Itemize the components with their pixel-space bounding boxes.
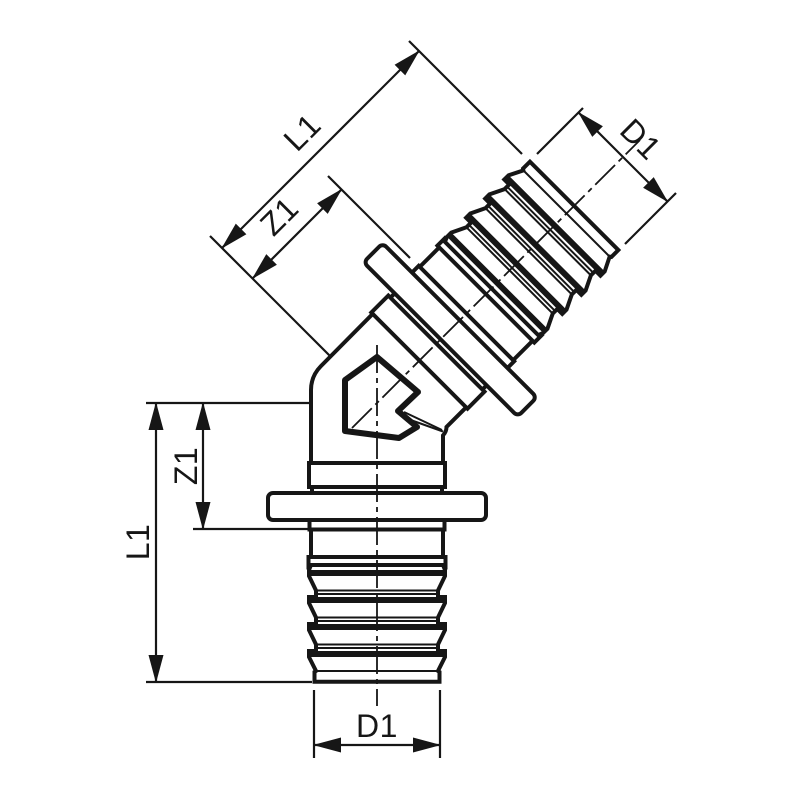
- diagonal-centerline: [351, 139, 641, 429]
- dimension-l1-diagonal: [221, 50, 420, 249]
- dimension-d1-diagonal: [577, 111, 669, 203]
- inner-chamfer-line: [403, 411, 443, 431]
- centerlines: [351, 139, 641, 706]
- label-l1-vertical: L1: [120, 524, 156, 561]
- fitting-outline: [266, 129, 651, 684]
- label-d1-bottom: D1: [356, 708, 398, 744]
- label-z1-vertical: Z1: [168, 447, 204, 485]
- dimension-z1-diagonal: [251, 188, 343, 280]
- dimension-lines: [148, 50, 669, 753]
